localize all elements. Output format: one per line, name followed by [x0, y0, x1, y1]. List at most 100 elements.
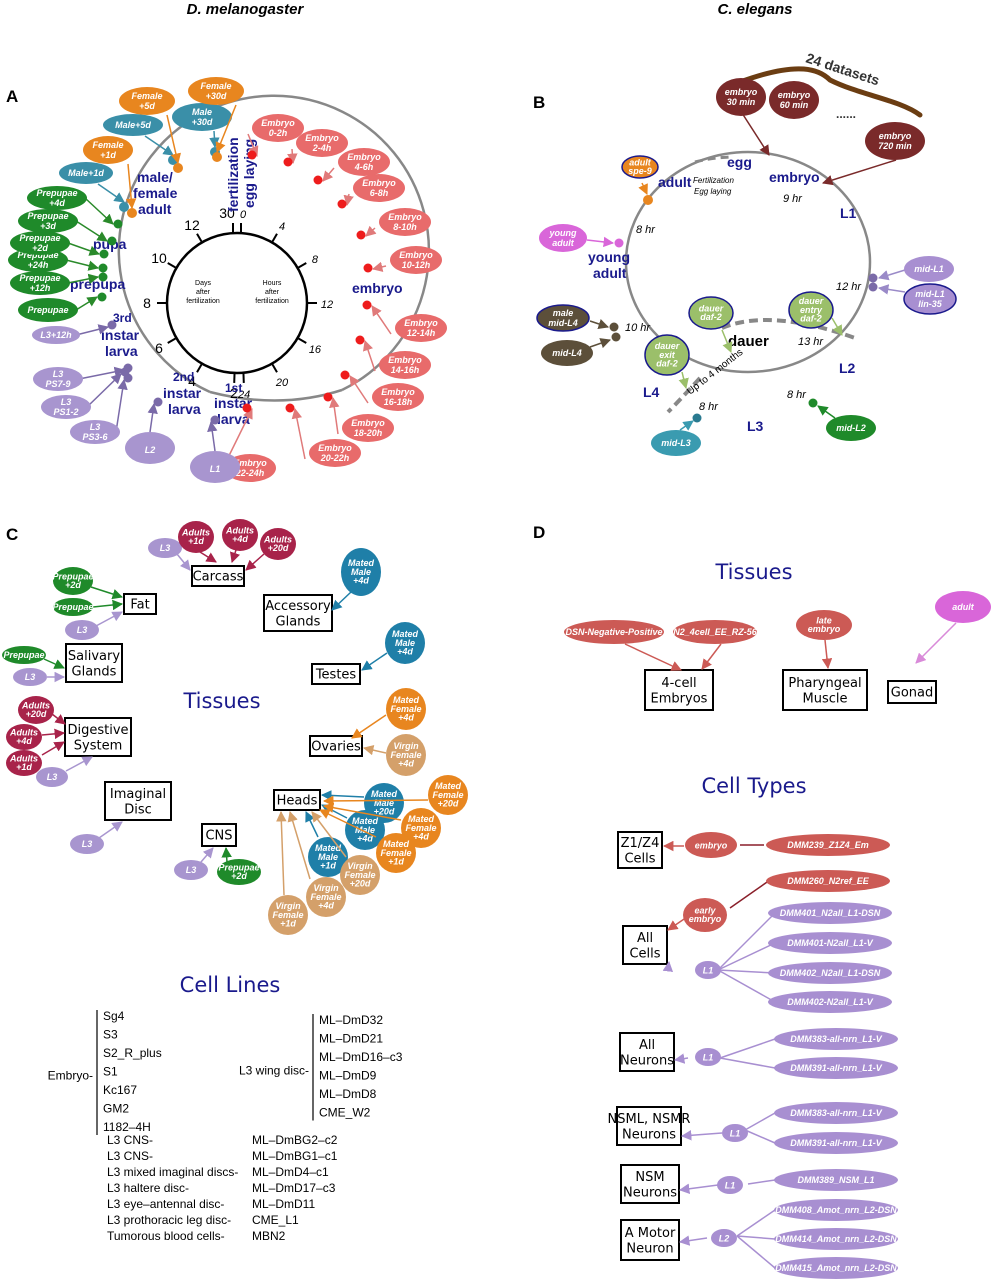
dataset-dmm239[interactable]: DMM239_Z1Z4_Em — [766, 834, 890, 856]
stage-node-l1-allcells[interactable]: L1 — [695, 961, 721, 979]
dataset-dmm391[interactable]: DMM391-all-nrn_L1-V — [774, 1132, 898, 1154]
l3-sample-imaginal[interactable]: L3 — [70, 834, 104, 854]
adults-4d-carcass[interactable]: Adults+4d — [222, 519, 258, 551]
adult-sample-node[interactable]: Male+5d — [103, 114, 163, 136]
tissue-gonad[interactable]: Gonad — [887, 680, 937, 704]
prepupa-sample-node[interactable]: Prepupae — [18, 298, 78, 322]
adults-1d-carcass[interactable]: Adults+1d — [178, 521, 214, 553]
tissue-heads[interactable]: Heads — [273, 789, 321, 811]
adults-1d-digestive[interactable]: Adults+1d — [6, 750, 42, 776]
adults-4d-digestive[interactable]: Adults+4d — [6, 724, 42, 750]
prepupa-sample-node[interactable]: Prepupae+4d — [27, 186, 87, 210]
tissue-fat[interactable]: Fat — [123, 593, 157, 615]
adult-sample-node[interactable]: Female+30d — [188, 77, 244, 105]
l3-sample-digestive[interactable]: L3 — [36, 767, 68, 787]
dataset-dmm383[interactable]: DMM383-all-nrn_L1-V — [774, 1028, 898, 1050]
tissue-carcass[interactable]: Carcass — [191, 565, 245, 587]
dataset-dmm401_dsn[interactable]: DMM401_N2all_L1-DSN — [768, 902, 892, 924]
prepupae-salivary[interactable]: Prepupae — [2, 646, 46, 664]
stage-node-l1-allneurons[interactable]: L1 — [695, 1048, 721, 1066]
adults-20d-digestive[interactable]: Adults+20d — [18, 696, 54, 724]
larva-sample-node[interactable]: L3+12h — [32, 326, 80, 344]
prepupa-sample-node[interactable]: Prepupae+24h — [8, 248, 68, 272]
stage-node-l1-nsm[interactable]: L1 — [717, 1176, 743, 1194]
stage-node-embryo[interactable]: embryo — [685, 832, 737, 858]
mid-l2-node[interactable]: mid-L2 — [826, 415, 876, 441]
l3-sample-cns[interactable]: L3 — [174, 860, 208, 880]
l3-sample-salivary[interactable]: L3 — [13, 668, 47, 686]
adult-sample-node[interactable]: Female+1d — [83, 136, 133, 164]
sample-adult-gonad[interactable]: adult — [935, 591, 991, 623]
dataset-dmm401_v[interactable]: DMM401-N2all_L1-V — [768, 932, 892, 954]
adults-20d-carcass[interactable]: Adults+20d — [260, 528, 296, 560]
l3-sample-carcass[interactable]: L3 — [148, 538, 182, 558]
sample-dsn-negative-positive[interactable]: DSN-Negative-Positive — [564, 620, 664, 644]
larva-sample-node[interactable]: L2 — [125, 432, 175, 464]
tissue-testes[interactable]: Testes — [311, 663, 361, 685]
dataset-dmm402_v[interactable]: DMM402-N2all_L1-V — [768, 991, 892, 1013]
prepupa-sample-node[interactable]: Prepupae+2d — [10, 231, 70, 255]
prepupa-sample-node[interactable]: Prepupae+12h — [10, 271, 70, 295]
prepupae-fat[interactable]: Prepupae — [52, 598, 94, 616]
mid-l4-node[interactable]: mid-L4 — [541, 340, 593, 366]
sample-n2-4cell[interactable]: N2_4cell_EE_RZ-56 — [673, 620, 758, 644]
stage-node-l2-amotor[interactable]: L2 — [711, 1229, 737, 1247]
prepupae-2d-cns[interactable]: Prepupae+2d — [217, 859, 261, 885]
dataset-dmm260[interactable]: DMM260_N2ref_EE — [766, 870, 890, 892]
dataset-dmm415[interactable]: DMM415_Amot_nrn_L2-DSN — [774, 1257, 898, 1279]
adult-sample-node[interactable]: Male+30d — [172, 103, 232, 131]
adult-sample-node[interactable]: Male+1d — [59, 162, 113, 184]
tissue-ovaries[interactable]: Ovaries — [309, 735, 363, 757]
dataset-dmm383[interactable]: DMM383-all-nrn_L1-V — [774, 1102, 898, 1124]
dataset-dmm402_dsn[interactable]: DMM402_N2all_L1-DSN — [768, 962, 892, 984]
mid-l3-node[interactable]: mid-L3 — [651, 430, 701, 456]
prepupae-2d-fat[interactable]: Prepupae+2d — [52, 567, 94, 595]
mid-l1-node[interactable]: mid-L1 — [904, 256, 954, 282]
adult-sample-node[interactable]: Female+5d — [119, 87, 175, 115]
prepupa-sample-node[interactable]: Prepupae+3d — [18, 209, 78, 233]
tissue-cns[interactable]: CNS — [201, 823, 237, 847]
dataset-dmm408[interactable]: DMM408_Amot_nrn_L2-DSN — [774, 1199, 898, 1221]
